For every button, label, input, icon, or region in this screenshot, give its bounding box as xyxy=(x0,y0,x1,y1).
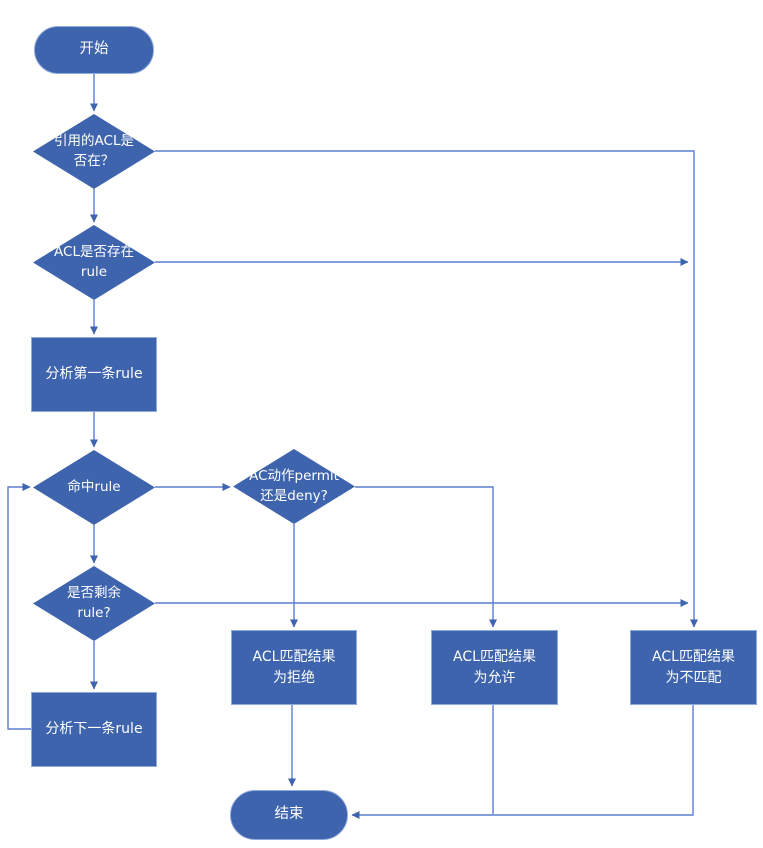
connector-analyze-next-loop-to-hit-rule xyxy=(7,483,31,730)
decision-action-permit-or-deny-label: AC动作permit 还是deny? xyxy=(249,467,339,504)
process-result-permit-label: ACL匹配结果 为允许 xyxy=(453,648,536,686)
decision-acl-has-rule-label: ACL是否存在 rule xyxy=(54,243,134,280)
process-result-no-match-label: ACL匹配结果 为不匹配 xyxy=(652,648,735,686)
process-result-deny-label: ACL匹配结果 为拒绝 xyxy=(252,648,336,686)
decision-hit-rule-label: 命中rule xyxy=(67,478,121,495)
process-analyze-first-rule: 分析第一条rule xyxy=(31,337,157,412)
decision-referenced-acl-exists-label: 引用的ACL是 否在？ xyxy=(54,132,134,169)
process-analyze-next-rule-label: 分析下一条rule xyxy=(45,721,143,737)
process-result-permit: ACL匹配结果 为允许 xyxy=(431,630,558,705)
connector-result-no-match-to-end xyxy=(351,705,694,819)
end-label: 结束 xyxy=(274,806,304,823)
process-result-deny: ACL匹配结果 为拒绝 xyxy=(231,630,357,705)
decision-remaining-rule-label: 是否剩余 rule? xyxy=(67,584,121,621)
process-analyze-first-rule-label: 分析第一条rule xyxy=(45,366,143,382)
connector-action-to-result-permit xyxy=(355,486,497,628)
process-analyze-next-rule: 分析下一条rule xyxy=(31,692,157,767)
process-result-no-match: ACL匹配结果 为不匹配 xyxy=(630,630,757,705)
start-node: 开始 xyxy=(34,26,154,74)
end-node: 结束 xyxy=(230,790,348,840)
connector-acl-exists-to-result-no-match xyxy=(155,150,698,628)
start-label: 开始 xyxy=(79,41,109,58)
